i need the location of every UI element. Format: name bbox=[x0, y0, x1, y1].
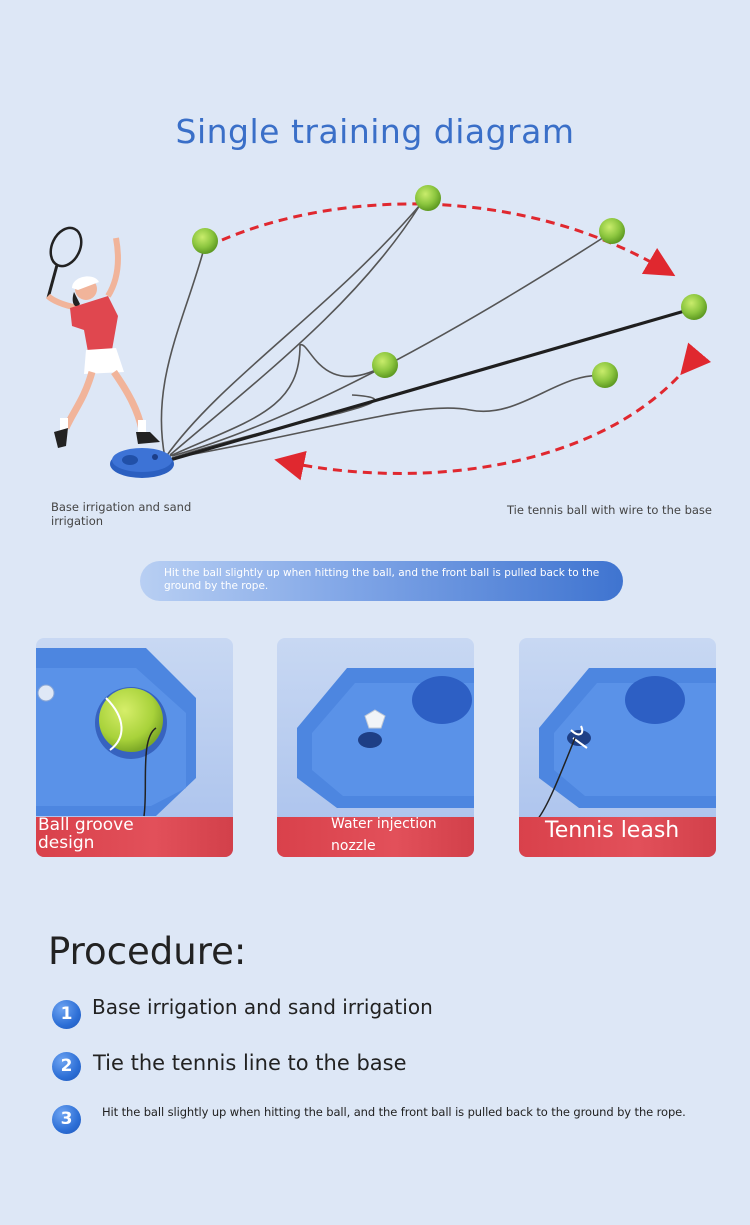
tennis-ball-icon bbox=[681, 294, 707, 320]
tie-label: Tie tennis ball with wire to the base bbox=[507, 503, 712, 517]
trainer-base-icon bbox=[110, 448, 174, 478]
card-band bbox=[519, 817, 716, 857]
card-label-ball-groove: Ball groove design bbox=[38, 815, 134, 853]
ball-groove-illustration bbox=[36, 648, 196, 817]
base-label: Base irrigation and sand irrigation bbox=[51, 500, 192, 528]
step-text: Hit the ball slightly up when hitting th… bbox=[102, 1105, 686, 1119]
training-diagram bbox=[45, 185, 712, 481]
step-number-badge: 1 bbox=[52, 1000, 81, 1029]
tennis-player-illustration bbox=[45, 226, 160, 448]
card-band bbox=[277, 817, 474, 857]
tennis-ball-icon bbox=[415, 185, 441, 211]
page-title: Single training diagram bbox=[175, 112, 575, 151]
card-band bbox=[36, 817, 233, 857]
hint-banner: Hit the ball slightly up when hitting th… bbox=[140, 561, 623, 601]
feature-card-tennis-leash bbox=[519, 638, 716, 857]
procedure-title: Procedure: bbox=[48, 930, 247, 973]
step-number-badge: 3 bbox=[52, 1105, 81, 1134]
return-arrow-top bbox=[221, 202, 676, 277]
return-arrow-bottom bbox=[274, 342, 712, 481]
step-text: Base irrigation and sand irrigation bbox=[92, 995, 433, 1019]
tennis-ball-icon bbox=[372, 352, 398, 378]
ropes bbox=[160, 204, 613, 459]
tennis-ball-icon bbox=[592, 362, 618, 388]
step-text: Tie the tennis line to the base bbox=[93, 1051, 407, 1075]
tennis-leash-illustration bbox=[536, 668, 716, 821]
step-number-badge: 2 bbox=[52, 1052, 81, 1081]
water-nozzle-illustration bbox=[297, 668, 474, 808]
tennis-ball-icon bbox=[599, 218, 625, 244]
feature-card-water-nozzle bbox=[277, 638, 474, 857]
card-label-water-nozzle: Water injection nozzle bbox=[331, 816, 437, 854]
feature-card-ball-groove bbox=[36, 638, 233, 857]
card-label-tennis-leash: Tennis leash bbox=[545, 818, 680, 843]
tennis-ball-icon bbox=[192, 228, 218, 254]
